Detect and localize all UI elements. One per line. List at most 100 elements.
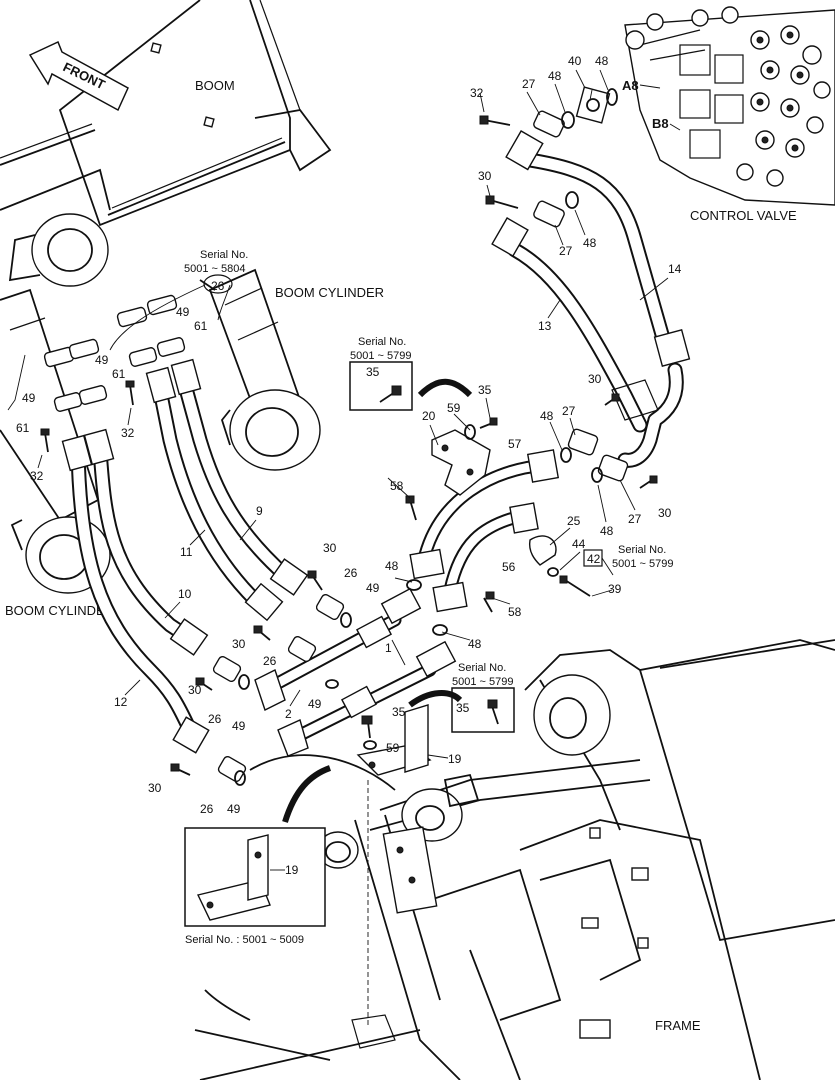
port-b8-label: B8 (652, 116, 669, 131)
part-label-61a: 61 (194, 319, 208, 333)
part-label-30d: 30 (323, 541, 337, 555)
serial-note-2-title: Serial No. (358, 336, 406, 348)
part-label-40: 40 (568, 54, 582, 68)
fastener-set (40, 86, 658, 786)
part-label-26a: 26 (211, 279, 225, 293)
part-label-27a: 27 (522, 77, 536, 91)
boom-cylinder-left-label: BOOM CYLINDER (5, 603, 114, 618)
frame-structure (194, 639, 835, 1080)
leader-lines (37, 69, 669, 871)
serial-note-1-range: 5001 ~ 5804 (184, 263, 245, 275)
part-label-13: 13 (538, 319, 552, 333)
hose-14 (505, 130, 691, 468)
hose-10 (92, 442, 209, 656)
part-label-27c: 27 (562, 404, 576, 418)
part-label-35c: 35 (392, 705, 406, 719)
part-label-48b: 48 (595, 54, 609, 68)
part-label-61c: 61 (16, 421, 30, 435)
serial-note-1-title: Serial No. (200, 249, 248, 261)
part-label-49d: 49 (366, 581, 380, 595)
part-label-61b: 61 (112, 367, 126, 381)
part-label-42: 42 (587, 552, 601, 566)
part-label-30c: 30 (658, 506, 672, 520)
part-label-20: 20 (422, 409, 436, 423)
part-label-30g: 30 (148, 781, 162, 795)
hose-13 (491, 217, 659, 433)
part-label-58b: 58 (508, 605, 522, 619)
part-label-14: 14 (668, 262, 682, 276)
part-label-30a: 30 (588, 372, 602, 386)
serial-note-5: Serial No. : 5001 ~ 5009 (185, 934, 304, 946)
part-label-49b: 49 (95, 353, 109, 367)
part-label-30b: 30 (478, 169, 492, 183)
part-label-25: 25 (567, 514, 581, 528)
hose-9 (177, 377, 309, 596)
part-label-32c: 32 (30, 469, 44, 483)
part-label-10: 10 (178, 587, 192, 601)
control-valve-label: CONTROL VALVE (690, 208, 797, 223)
cylinder-fittings (61, 358, 202, 472)
boom-cylinder-right (199, 268, 321, 471)
part-label-59b: 59 (386, 741, 400, 755)
hose-11 (152, 382, 284, 622)
hose-12 (70, 442, 210, 754)
serial-box-2 (349, 361, 413, 411)
control-valve (624, 6, 835, 206)
part-label-48d: 48 (540, 409, 554, 423)
part-label-35d: 35 (456, 701, 470, 715)
part-callouts: 1 2 9 10 11 12 13 14 19 19 20 25 26 26 2… (16, 54, 682, 877)
part-label-32a: 32 (470, 86, 484, 100)
part-label-9: 9 (256, 504, 263, 518)
part-label-49e: 49 (308, 697, 322, 711)
part-label-48c: 48 (583, 236, 597, 250)
part-label-44: 44 (572, 537, 586, 551)
boom-structure (0, 0, 332, 287)
serial-note-4-title: Serial No. (458, 662, 506, 674)
part-label-48a: 48 (548, 69, 562, 83)
pipe-2 (254, 587, 422, 711)
part-label-49a: 49 (176, 305, 190, 319)
part-label-48g: 48 (468, 637, 482, 651)
part-label-49f: 49 (232, 719, 246, 733)
part-label-19b: 19 (285, 863, 299, 877)
part-label-49c: 49 (22, 391, 36, 405)
clamp-25 (528, 535, 557, 566)
port-a8-label: A8 (622, 78, 639, 93)
part-label-49g: 49 (227, 802, 241, 816)
serial-box-4 (451, 687, 515, 733)
pipe-57 (409, 449, 560, 580)
serial-note-4-range: 5001 ~ 5799 (452, 676, 513, 688)
bracket-19-detail-box (184, 827, 326, 927)
pipe-1 (277, 640, 457, 757)
boom-label: BOOM (195, 78, 235, 93)
part-label-26d: 26 (208, 712, 222, 726)
part-label-56: 56 (502, 560, 516, 574)
part-label-35b: 35 (478, 383, 492, 397)
part-label-26b: 26 (344, 566, 358, 580)
boom-cylinder-top-label: BOOM CYLINDER (275, 285, 384, 300)
bracket-19-ghost (351, 1014, 396, 1049)
part-label-19a: 19 (448, 752, 462, 766)
part-label-48f: 48 (385, 559, 399, 573)
part-label-27b: 27 (559, 244, 573, 258)
part-label-26c: 26 (263, 654, 277, 668)
front-arrow-icon: FRONT (28, 40, 129, 112)
bracket-19 (356, 704, 432, 776)
part-label-35a: 35 (366, 365, 380, 379)
part-label-2: 2 (285, 707, 292, 721)
part-label-27d: 27 (628, 512, 642, 526)
frame-label: FRAME (655, 1018, 701, 1033)
part-label-1: 1 (385, 641, 392, 655)
part-label-57: 57 (508, 437, 522, 451)
part-label-26e: 26 (200, 802, 214, 816)
serial-note-2-range: 5001 ~ 5799 (350, 350, 411, 362)
pipe-56 (432, 502, 539, 613)
part-label-39: 39 (608, 582, 622, 596)
part-label-59a: 59 (447, 401, 461, 415)
serial-note-3-range: 5001 ~ 5799 (612, 558, 673, 570)
part-label-11: 11 (180, 545, 193, 559)
part-label-30e: 30 (232, 637, 246, 651)
part-label-12: 12 (114, 695, 128, 709)
part-label-30f: 30 (188, 683, 202, 697)
